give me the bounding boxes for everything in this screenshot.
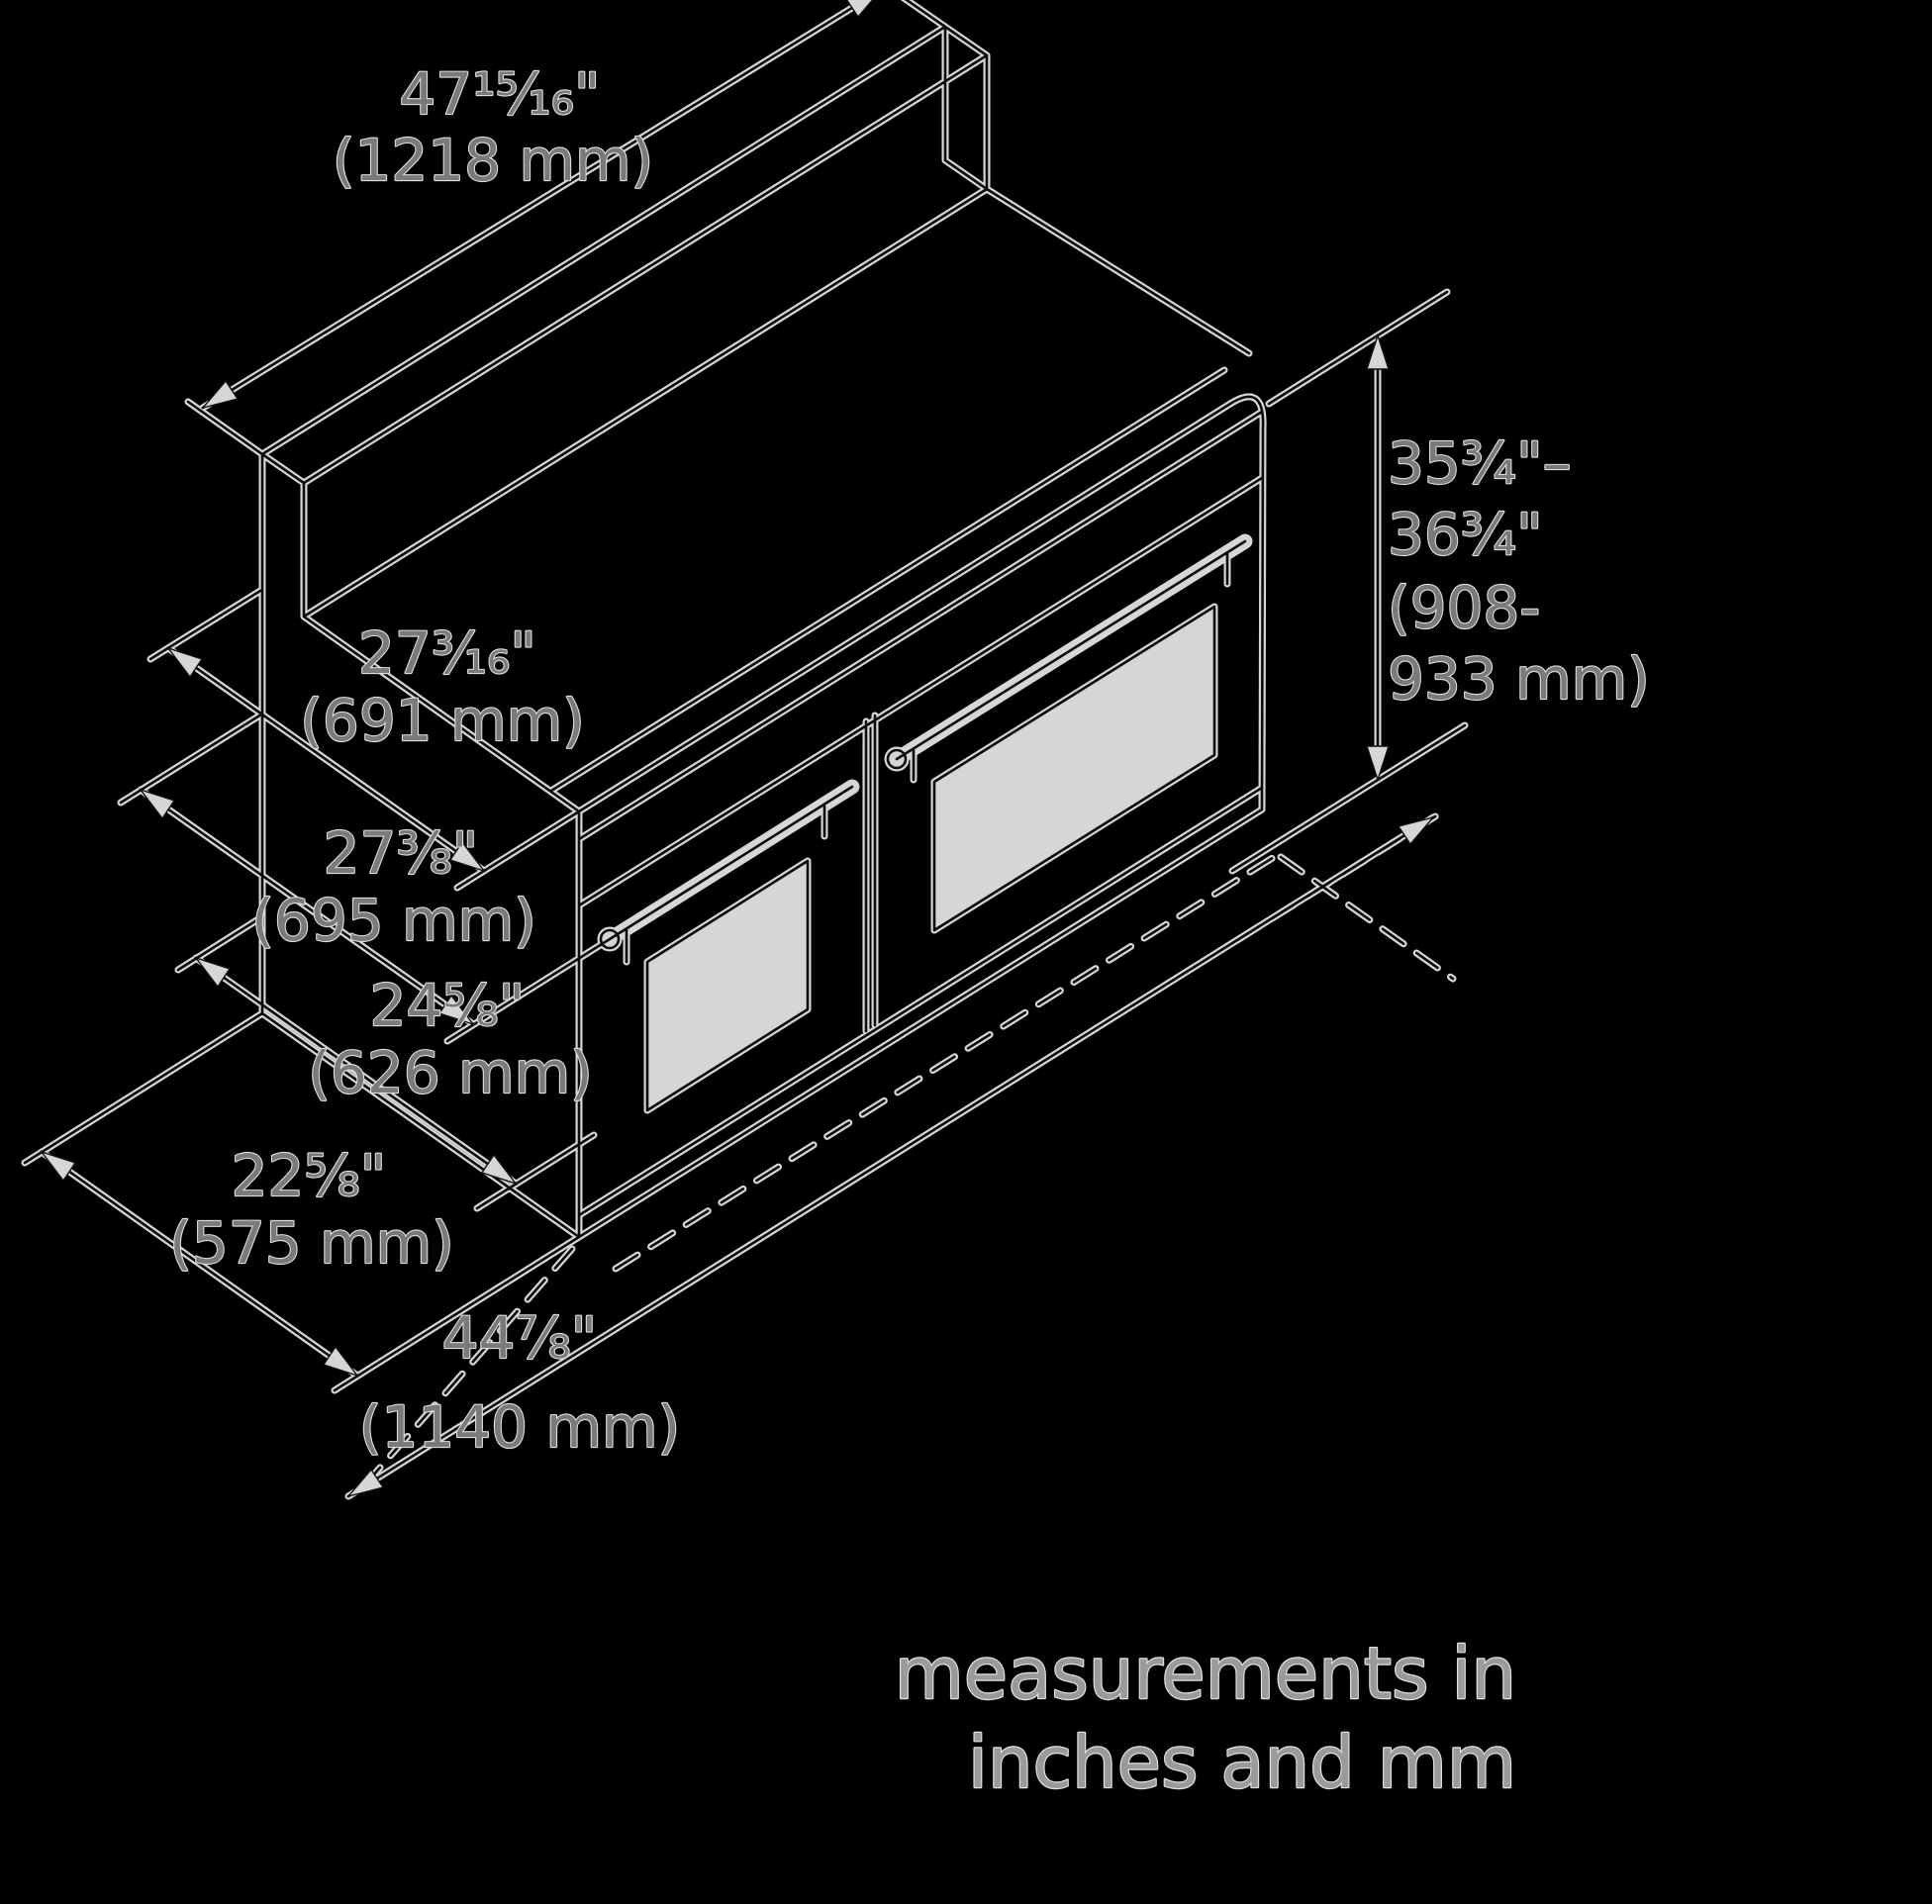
units-note-line2: inches and mm (968, 1721, 1516, 1804)
depth-with-handle-inches-label: 27³⁄₈" (324, 819, 479, 887)
depth-with-handle-mm-label: (695 mm) (251, 887, 535, 954)
depth-base-mm-label: (575 mm) (169, 1209, 453, 1277)
overall-width-inches-label: 47¹⁵⁄₁₆" (399, 60, 600, 128)
depth-base-inches-label: 22⁵⁄₈" (232, 1142, 387, 1209)
units-note-line1: measurements in (895, 1632, 1516, 1715)
width-base-mm-label: (1140 mm) (359, 1393, 680, 1461)
width-base-inches-label: 44⁷⁄₈" (442, 1304, 598, 1372)
height-inches-line2-label: 36³⁄₄" (1388, 501, 1543, 568)
overall-width-mm-label: (1218 mm) (333, 127, 653, 194)
depth-total-mm-label: (691 mm) (300, 687, 584, 754)
depth-body-inches-label: 24⁵⁄₈" (370, 972, 526, 1039)
depth-total-inches-label: 27³⁄₁₆" (358, 619, 536, 687)
height-mm-line1-label: (908- (1388, 574, 1540, 641)
height-mm-line2-label: 933 mm) (1388, 645, 1650, 713)
depth-body-mm-label: (626 mm) (308, 1039, 592, 1106)
height-inches-line1-label: 35³⁄₄"– (1388, 429, 1572, 497)
